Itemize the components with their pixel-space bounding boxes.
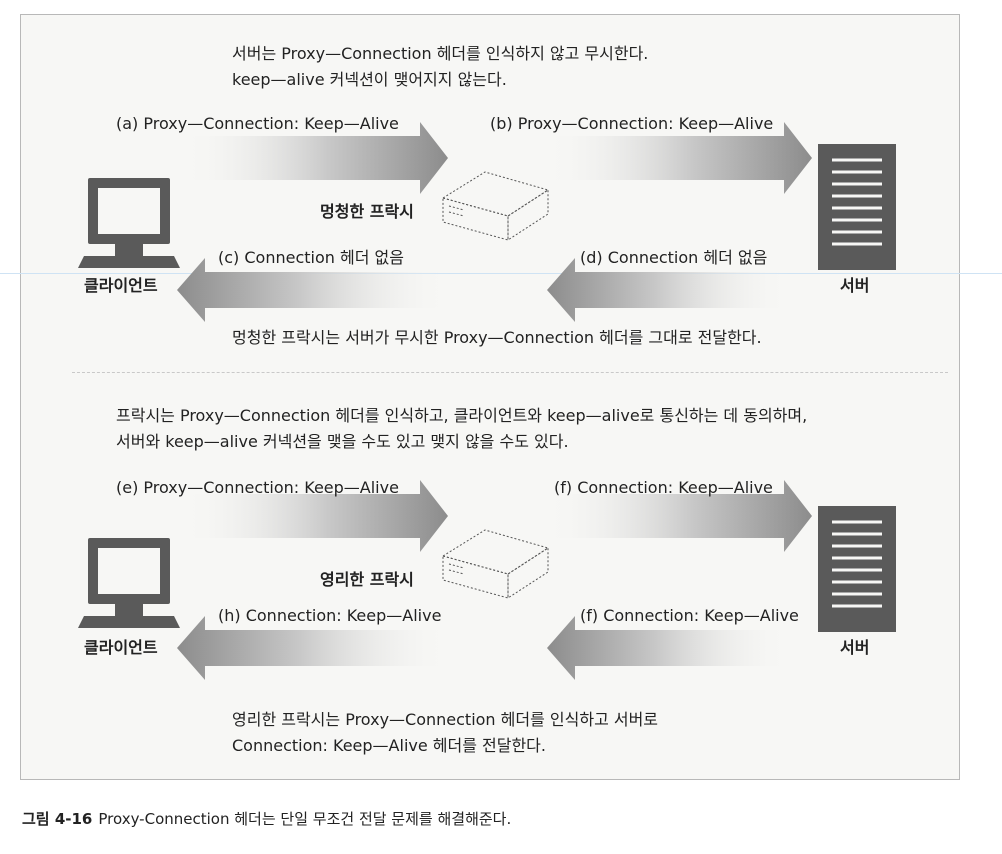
label-f2: (f) Connection: Keep—Alive <box>580 606 799 625</box>
client-computer-icon-top <box>78 178 180 268</box>
label-a: (a) Proxy—Connection: Keep—Alive <box>116 114 399 133</box>
top-note-line1: 서버는 Proxy—Connection 헤더를 인식하지 않고 무시한다. <box>232 44 649 63</box>
arrow-f2 <box>547 616 790 680</box>
proxy-box-icon-top <box>441 171 550 241</box>
server-icon-bottom <box>818 506 896 632</box>
figure-caption: 그림 4-16 Proxy-Connection 헤더는 단일 무조건 전달 문제… <box>22 808 511 829</box>
label-d: (d) Connection 헤더 없음 <box>580 248 768 267</box>
arrow-f1 <box>545 480 812 552</box>
caption-text: Proxy-Connection 헤더는 단일 무조건 전달 문제를 해결해준다… <box>98 810 512 828</box>
server-label-top: 서버 <box>840 276 870 295</box>
client-label-bottom: 클라이언트 <box>84 638 158 657</box>
bottom-bottom-note-line1: 영리한 프락시는 Proxy—Connection 헤더를 인식하고 서버로 <box>232 710 659 729</box>
arrow-h <box>177 616 450 680</box>
arrow-d <box>547 258 790 322</box>
section-divider <box>72 372 948 373</box>
server-icon-top <box>818 144 896 270</box>
label-h: (h) Connection: Keep—Alive <box>218 606 442 625</box>
label-e: (e) Proxy—Connection: Keep—Alive <box>116 478 399 497</box>
arrow-b <box>545 122 812 194</box>
top-bottom-note: 멍청한 프락시는 서버가 무시한 Proxy—Connection 헤더를 그대… <box>232 328 762 347</box>
server-label-bottom: 서버 <box>840 638 870 657</box>
top-note-line2: keep—alive 커넥션이 맺어지지 않는다. <box>232 70 507 89</box>
figure-number: 그림 4-16 <box>22 810 93 828</box>
bottom-note-line1: 프락시는 Proxy—Connection 헤더를 인식하고, 클라이언트와 k… <box>116 406 808 425</box>
client-label-top: 클라이언트 <box>84 276 158 295</box>
label-f1: (f) Connection: Keep—Alive <box>554 478 773 497</box>
arrow-e <box>182 480 448 552</box>
scan-line <box>0 273 1002 274</box>
smart-proxy-label: 영리한 프락시 <box>320 570 414 589</box>
arrow-c <box>177 258 450 322</box>
label-b: (b) Proxy—Connection: Keep—Alive <box>490 114 774 133</box>
bottom-bottom-note-line2: Connection: Keep—Alive 헤더를 전달한다. <box>232 736 546 755</box>
arrow-a <box>182 122 448 194</box>
bottom-note-line2: 서버와 keep—alive 커넥션을 맺을 수도 있고 맺지 않을 수도 있다… <box>116 432 569 451</box>
proxy-box-icon-bottom <box>441 529 550 599</box>
figure-frame <box>20 14 960 780</box>
label-c: (c) Connection 헤더 없음 <box>218 248 404 267</box>
client-computer-icon-bottom <box>78 538 180 628</box>
dumb-proxy-label: 멍청한 프락시 <box>320 202 414 221</box>
